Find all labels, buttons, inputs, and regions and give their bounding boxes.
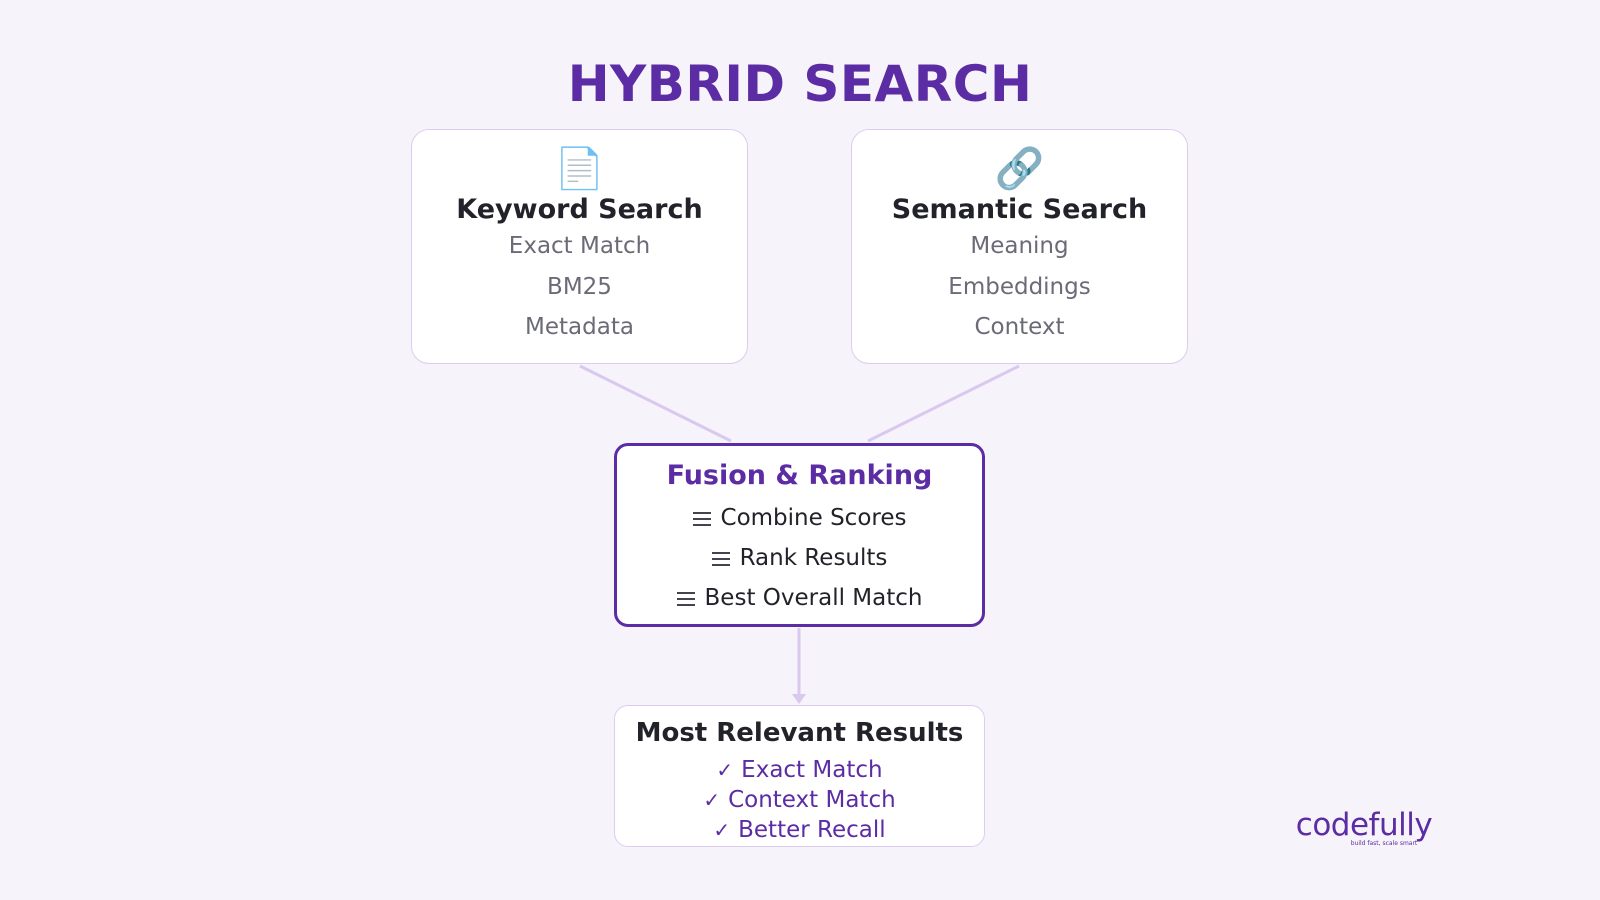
keyword-search-card: 📄 Keyword Search Exact Match BM25 Metada…: [411, 129, 748, 364]
list-icon: [676, 592, 695, 606]
list-icon: [692, 512, 711, 526]
results-item-better-recall: ✓ Better Recall: [615, 816, 984, 844]
fusion-item-label: Rank Results: [739, 545, 888, 571]
keyword-item-exact-match: Exact Match: [508, 233, 651, 259]
semantic-item-meaning: Meaning: [970, 233, 1069, 259]
fusion-item-rank-results: Rank Results: [617, 543, 982, 573]
fusion-item-label: Combine Scores: [720, 505, 907, 531]
fusion-item-combine-scores: Combine Scores: [617, 503, 982, 533]
brand-name: codefully: [1295, 807, 1433, 843]
link-icon: 🔗: [994, 146, 1045, 192]
semantic-search-title: Semantic Search: [891, 194, 1148, 225]
semantic-item-embeddings: Embeddings: [948, 274, 1091, 300]
document-icon: 📄: [554, 146, 605, 192]
keyword-search-title: Keyword Search: [456, 194, 703, 225]
fusion-ranking-title: Fusion & Ranking: [666, 460, 933, 491]
check-icon: ✓: [713, 818, 731, 842]
results-item-exact-match: ✓ Exact Match: [615, 756, 984, 784]
fusion-item-label: Best Overall Match: [704, 585, 923, 611]
results-item-label: Context Match: [728, 787, 896, 813]
check-icon: ✓: [716, 758, 734, 782]
fusion-item-best-overall-match: Best Overall Match: [617, 583, 982, 613]
check-icon: ✓: [703, 788, 721, 812]
arrowhead-down: [792, 694, 806, 704]
keyword-item-bm25: BM25: [547, 274, 612, 300]
results-item-context-match: ✓ Context Match: [615, 786, 984, 814]
connector-semantic-to-fusion: [867, 364, 1020, 443]
semantic-search-card: 🔗 Semantic Search Meaning Embeddings Con…: [851, 129, 1188, 364]
keyword-item-metadata: Metadata: [525, 314, 634, 340]
results-item-label: Exact Match: [741, 757, 883, 783]
semantic-item-context: Context: [974, 314, 1065, 340]
brand-tagline: build fast, scale smart: [1350, 840, 1418, 847]
most-relevant-results-card: Most Relevant Results ✓ Exact Match ✓ Cont…: [614, 705, 985, 847]
connector-keyword-to-fusion: [579, 364, 732, 443]
results-item-label: Better Recall: [738, 817, 886, 843]
diagram-title: HYBRID SEARCH: [567, 55, 1033, 113]
results-title: Most Relevant Results: [635, 718, 964, 748]
brand-logo: codefully build fast, scale smart: [1284, 808, 1444, 848]
fusion-ranking-card: Fusion & Ranking Combine Scores Rank Res…: [614, 443, 985, 627]
list-icon: [711, 552, 730, 566]
